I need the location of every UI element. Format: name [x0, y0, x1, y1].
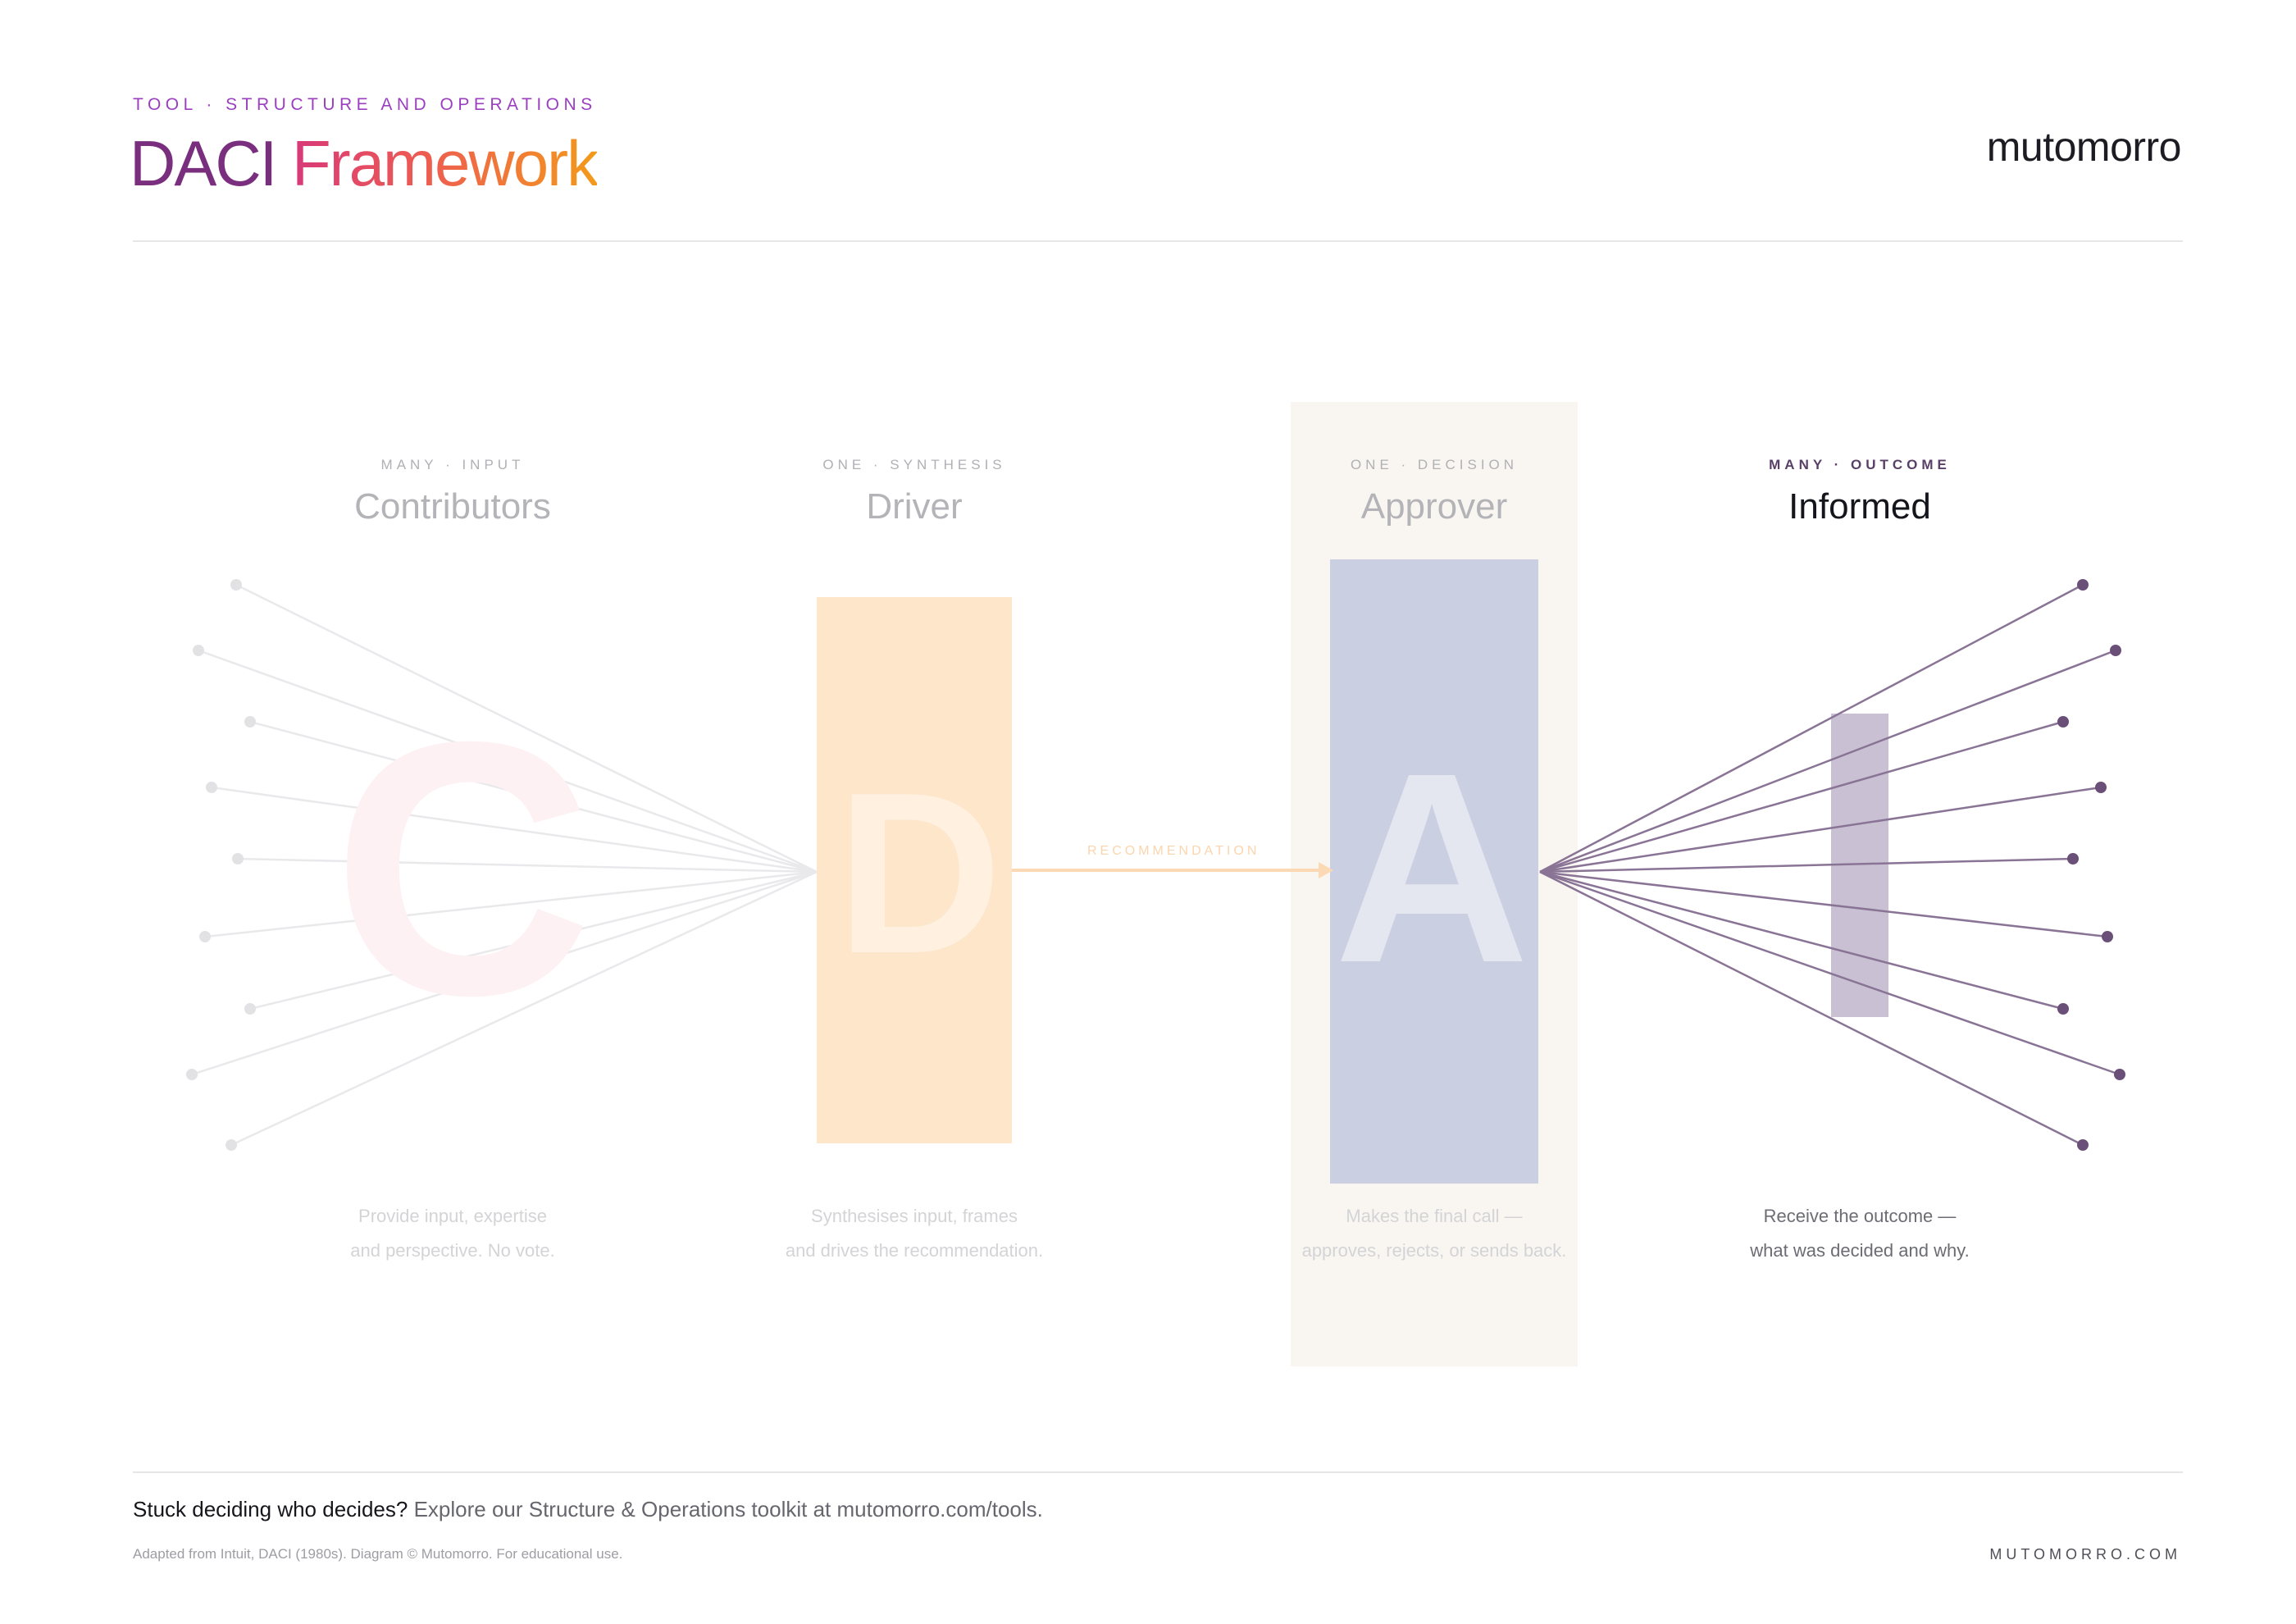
contributor-line [249, 870, 818, 1010]
cta-link-text[interactable]: Explore our Structure & Operations toolk… [413, 1497, 1043, 1521]
contributor-node [199, 931, 211, 942]
footer-divider [133, 1471, 2183, 1473]
informed-desc-line1: Receive the outcome — [1763, 1206, 1957, 1226]
contributors-desc-line2: and perspective. No vote. [350, 1240, 555, 1261]
informed-node [2057, 716, 2069, 728]
approver-count-label: ONE · DECISION [1350, 457, 1519, 472]
contributor-line [230, 870, 818, 1147]
informed-node [2077, 579, 2089, 591]
contributor-node [244, 716, 256, 728]
informed-header: MANY · OUTCOME Informed [1671, 457, 2048, 527]
informed-line [1539, 649, 2116, 874]
contributor-line [249, 720, 818, 874]
informed-title: Informed [1788, 486, 1931, 527]
informed-node [2102, 931, 2113, 942]
driver-title: Driver [866, 486, 963, 527]
informed-line [1539, 870, 2108, 938]
contributor-line [204, 870, 818, 938]
contributor-lines [186, 579, 818, 1151]
contributor-node [230, 579, 242, 591]
approver-header: ONE · DECISION Approver [1246, 457, 1623, 527]
informed-node [2114, 1069, 2125, 1080]
site-url[interactable]: MUTOMORRO.COM [1989, 1546, 2181, 1562]
contributor-line [237, 857, 818, 874]
page-title: DACI Framework [130, 131, 599, 195]
title-daci: DACI [130, 127, 293, 199]
footer-cta: Stuck deciding who decides? Explore our … [133, 1497, 1043, 1522]
approver-block [1330, 559, 1538, 1184]
approver-desc-line2: approves, rejects, or sends back. [1301, 1240, 1567, 1261]
contributor-line [235, 583, 818, 874]
contributor-line [211, 786, 818, 874]
contributors-title: Contributors [354, 486, 551, 527]
informed-line [1539, 857, 2074, 874]
driver-letter: D [836, 746, 1003, 1001]
informed-node [2077, 1139, 2089, 1151]
contributor-node [186, 1069, 198, 1080]
contributors-count-label: MANY · INPUT [380, 457, 525, 472]
informed-line [1539, 720, 2064, 874]
approver-description: Makes the final call — approves, rejects… [1246, 1199, 1623, 1268]
recommendation-arrow-head [1319, 862, 1333, 878]
cta-strong: Stuck deciding who decides? [133, 1497, 408, 1521]
informed-line [1539, 583, 2084, 874]
contributors-header: MANY · INPUT Contributors [264, 457, 641, 527]
informed-line [1539, 870, 2121, 1076]
informed-node [2095, 782, 2107, 793]
contributors-desc-line1: Provide input, expertise [358, 1206, 547, 1226]
header-divider [133, 240, 2183, 242]
driver-header: ONE · SYNTHESIS Driver [726, 457, 1103, 527]
contributor-node [193, 645, 204, 656]
informed-desc-line2: what was decided and why. [1750, 1240, 1970, 1261]
driver-description: Synthesises input, frames and drives the… [726, 1199, 1103, 1268]
contributor-node [244, 1003, 256, 1015]
approver-desc-line1: Makes the final call — [1346, 1206, 1523, 1226]
contributor-line [198, 649, 818, 874]
contributors-description: Provide input, expertise and perspective… [264, 1199, 641, 1268]
title-framework: Framework [292, 127, 599, 199]
contributor-line [191, 870, 818, 1076]
informed-node [2067, 853, 2079, 864]
driver-count-label: ONE · SYNTHESIS [822, 457, 1006, 472]
contributors-letter: C [332, 668, 593, 1070]
driver-block [817, 597, 1012, 1143]
contributor-node [232, 853, 244, 864]
brand-logo[interactable]: mutomorro [1986, 124, 2182, 170]
informed-node [2057, 1003, 2069, 1015]
driver-desc-line1: Synthesises input, frames [811, 1206, 1018, 1226]
contributor-node [206, 782, 217, 793]
kicker: TOOL · STRUCTURE AND OPERATIONS [133, 95, 597, 114]
informed-description: Receive the outcome — what was decided a… [1671, 1199, 2048, 1268]
informed-lines [1539, 579, 2125, 1151]
driver-desc-line2: and drives the recommendation. [785, 1240, 1044, 1261]
approver-title: Approver [1360, 486, 1508, 527]
approver-letter: A [1334, 716, 1530, 1019]
informed-line [1539, 786, 2102, 874]
contributor-node [226, 1139, 237, 1151]
informed-node [2110, 645, 2121, 656]
informed-line [1539, 870, 2084, 1147]
recommendation-label: RECOMMENDATION [1087, 844, 1260, 858]
attribution: Adapted from Intuit, DACI (1980s). Diagr… [133, 1546, 623, 1562]
informed-line [1539, 870, 2064, 1010]
informed-count-label: MANY · OUTCOME [1769, 457, 1951, 472]
